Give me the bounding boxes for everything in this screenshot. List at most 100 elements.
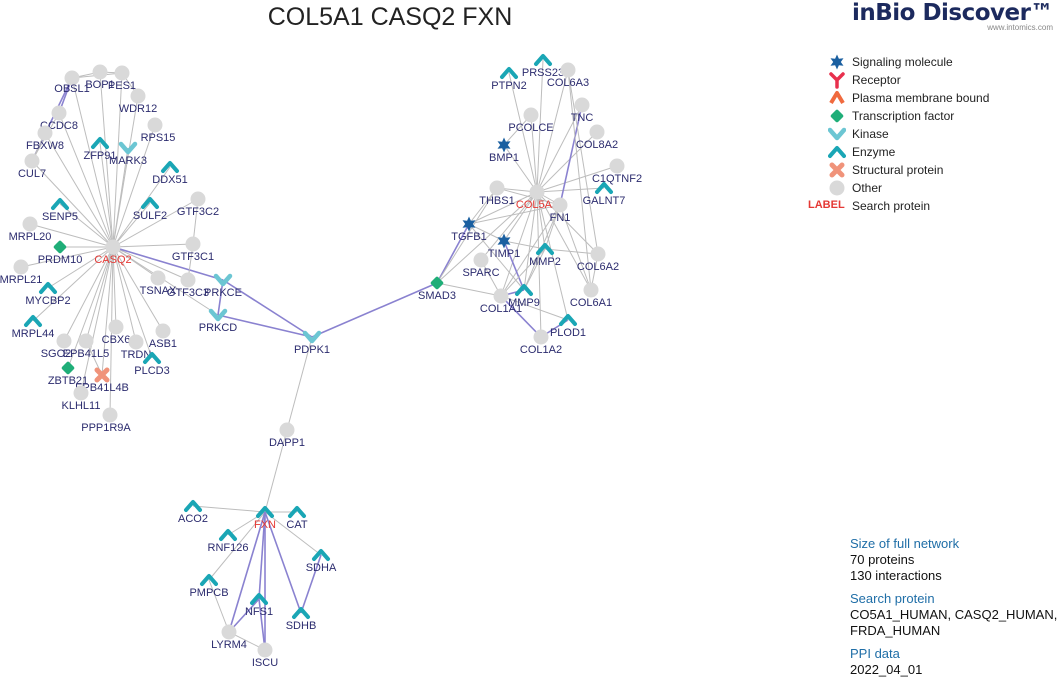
node-senp5[interactable]: SENP5 bbox=[42, 198, 78, 223]
node-klhl11[interactable]: KLHL11 bbox=[62, 385, 101, 413]
node-enzyme-icon bbox=[91, 137, 109, 149]
node-tnc[interactable]: TNC bbox=[571, 97, 594, 125]
node-label: MYCBP2 bbox=[25, 295, 70, 307]
node-label: COL6A3 bbox=[547, 77, 589, 89]
node-c1qtnf2[interactable]: C1QTNF2 bbox=[592, 158, 642, 186]
node-pmpcb[interactable]: PMPCB bbox=[189, 574, 229, 599]
node-ddx51[interactable]: DDX51 bbox=[152, 161, 188, 186]
node-prkcd[interactable]: PRKCD bbox=[199, 308, 238, 334]
edge-nfs1-iscu bbox=[258, 598, 266, 651]
node-sparc[interactable]: SPARC bbox=[462, 252, 500, 280]
edge-casq2-gtf3c1 bbox=[112, 243, 194, 248]
node-obsl1[interactable]: OBSL1 bbox=[54, 70, 90, 96]
node-col6a3[interactable]: COL6A3 bbox=[547, 62, 589, 90]
node-fn1[interactable]: FN1 bbox=[550, 197, 571, 225]
node-other-icon bbox=[529, 184, 545, 200]
node-rnf126[interactable]: RNF126 bbox=[208, 529, 249, 554]
node-bop1[interactable]: BOP1 bbox=[85, 64, 115, 92]
node-mmp9[interactable]: MMP9 bbox=[508, 284, 540, 309]
node-gtf3c3[interactable]: GTF3C3 bbox=[167, 272, 209, 300]
node-col5a1[interactable]: COL5A1 bbox=[516, 184, 558, 212]
node-sdhb[interactable]: SDHB bbox=[286, 607, 317, 632]
legend-label: Receptor bbox=[852, 73, 901, 87]
node-col1a2[interactable]: COL1A2 bbox=[520, 329, 562, 357]
node-timp1[interactable]: TIMP1 bbox=[488, 233, 520, 261]
node-zfp91[interactable]: ZFP91 bbox=[83, 137, 117, 162]
node-pcolce[interactable]: PCOLCE bbox=[508, 107, 554, 135]
node-rps15[interactable]: RPS15 bbox=[141, 117, 176, 145]
node-prdm10[interactable]: PRDM10 bbox=[38, 240, 83, 266]
edge-fxn-lyrm4 bbox=[228, 511, 266, 633]
edge-fxn-aco2 bbox=[192, 505, 266, 513]
node-mrpl21[interactable]: MRPL21 bbox=[0, 259, 42, 287]
node-label: PCOLCE bbox=[508, 122, 553, 134]
node-thbs1[interactable]: THBS1 bbox=[479, 180, 515, 208]
node-epb41l4b[interactable]: EPB41L4B bbox=[75, 367, 129, 394]
node-dapp1[interactable]: DAPP1 bbox=[269, 422, 305, 450]
node-fxn[interactable]: FXN bbox=[254, 506, 276, 531]
node-label: FXN bbox=[254, 519, 276, 531]
node-pes1[interactable]: PES1 bbox=[108, 65, 136, 93]
node-other-icon bbox=[560, 62, 576, 78]
node-label: COL1A2 bbox=[520, 344, 562, 356]
node-ptpn2[interactable]: PTPN2 bbox=[491, 67, 527, 92]
node-mark3[interactable]: MARK3 bbox=[109, 141, 147, 167]
node-trdn[interactable]: TRDN bbox=[121, 334, 152, 362]
node-mrpl44[interactable]: MRPL44 bbox=[12, 315, 55, 340]
node-fbxw8[interactable]: FBXW8 bbox=[26, 125, 64, 153]
node-sgo2[interactable]: SGO2 bbox=[41, 333, 72, 361]
node-mycbp2[interactable]: MYCBP2 bbox=[25, 282, 71, 307]
node-lyrm4[interactable]: LYRM4 bbox=[211, 624, 247, 652]
node-plcd3[interactable]: PLCD3 bbox=[134, 352, 170, 377]
node-nfs1[interactable]: NFS1 bbox=[245, 593, 273, 618]
node-cul7[interactable]: CUL7 bbox=[18, 153, 46, 181]
edge-mmp2-mmp9 bbox=[523, 248, 546, 291]
node-label: CBX6 bbox=[102, 334, 131, 346]
legend-label: Kinase bbox=[852, 127, 889, 141]
node-label: SENP5 bbox=[42, 211, 78, 223]
node-label: PLCD3 bbox=[134, 365, 169, 377]
network-graph[interactable]: CASQ2OBSL1BOP1PES1WDR12RPS15CCDC8FBXW8ZF… bbox=[0, 0, 800, 678]
node-wdr12[interactable]: WDR12 bbox=[119, 88, 158, 116]
node-iscu[interactable]: ISCU bbox=[252, 642, 278, 670]
node-cbx6[interactable]: CBX6 bbox=[102, 319, 131, 347]
star-icon bbox=[830, 54, 844, 70]
node-gtf3c2[interactable]: GTF3C2 bbox=[177, 191, 219, 219]
node-casq2[interactable]: CASQ2 bbox=[94, 239, 132, 267]
legend-label: Enzyme bbox=[852, 145, 896, 159]
node-epb41l5[interactable]: EPB41L5 bbox=[63, 333, 109, 361]
node-bmp1[interactable]: BMP1 bbox=[489, 137, 519, 165]
node-other-icon bbox=[147, 117, 163, 133]
node-signaling-icon bbox=[497, 233, 511, 249]
node-galnt7[interactable]: GALNT7 bbox=[583, 182, 626, 207]
node-col6a2[interactable]: COL6A2 bbox=[577, 246, 619, 274]
node-col6a1[interactable]: COL6A1 bbox=[570, 282, 612, 310]
node-sulf2[interactable]: SULF2 bbox=[133, 197, 167, 222]
node-asb1[interactable]: ASB1 bbox=[149, 323, 177, 351]
node-prkce[interactable]: PRKCE bbox=[204, 273, 242, 299]
node-smad3[interactable]: SMAD3 bbox=[418, 276, 456, 302]
info-value: CO5A1_HUMAN, CASQ2_HUMAN, bbox=[850, 607, 1058, 622]
node-mrpl20[interactable]: MRPL20 bbox=[9, 216, 52, 244]
node-plod1[interactable]: PLOD1 bbox=[550, 314, 586, 339]
node-prss23[interactable]: PRSS23 bbox=[522, 54, 564, 79]
node-sdha[interactable]: SDHA bbox=[306, 549, 337, 574]
node-tgfb1[interactable]: TGFB1 bbox=[451, 216, 487, 244]
node-col1a1[interactable]: COL1A1 bbox=[480, 288, 522, 316]
node-ppp1r9a[interactable]: PPP1R9A bbox=[81, 407, 131, 435]
edge-fn1-thbs1 bbox=[496, 187, 561, 206]
node-cat[interactable]: CAT bbox=[286, 506, 308, 531]
edge-casq2-epb41l4b bbox=[101, 246, 114, 376]
edge-casq2-gtf3c2 bbox=[112, 198, 199, 248]
node-col8a2[interactable]: COL8A2 bbox=[576, 124, 618, 152]
node-other-icon bbox=[533, 329, 549, 345]
node-zbtb21[interactable]: ZBTB21 bbox=[48, 361, 88, 387]
node-label: MARK3 bbox=[109, 155, 147, 167]
node-mmp2[interactable]: MMP2 bbox=[529, 243, 561, 268]
node-aco2[interactable]: ACO2 bbox=[178, 500, 208, 525]
node-gtf3c1[interactable]: GTF3C1 bbox=[172, 236, 214, 264]
node-tsnax[interactable]: TSNAX bbox=[140, 270, 177, 298]
node-other-icon bbox=[37, 125, 53, 141]
node-pdpk1[interactable]: PDPK1 bbox=[294, 330, 330, 356]
